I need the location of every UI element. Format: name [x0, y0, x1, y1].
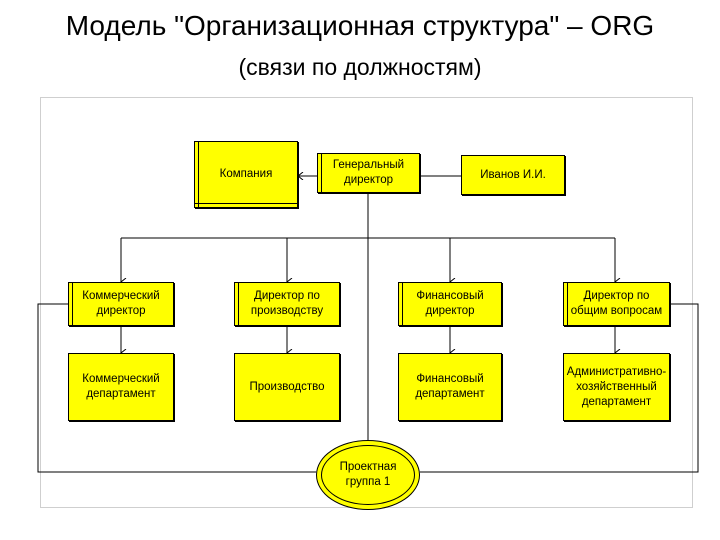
- node-admin-department: Административно- хозяйственный департаме…: [563, 353, 670, 421]
- node-company: Компания: [194, 141, 298, 208]
- node-financial-director-label: Финансовый директор: [416, 290, 484, 317]
- node-commercial-department: Коммерческий департамент: [68, 353, 174, 421]
- node-production-director: Директор по производству: [234, 282, 340, 326]
- node-ivanov-label: Иванов И.И.: [480, 168, 546, 181]
- edge-cd-loop: [37, 303, 316, 473]
- node-financial-department-label: Финансовый департамент: [415, 373, 485, 400]
- node-production-director-label: Директор по производству: [250, 290, 324, 317]
- node-commercial-director: Коммерческий директор: [68, 282, 174, 326]
- node-admin-department-label: Административно- хозяйственный департаме…: [566, 365, 667, 408]
- node-commercial-department-label: Коммерческий департамент: [82, 373, 160, 400]
- node-project-group: Проектная группа 1: [316, 440, 420, 510]
- node-ivanov: Иванов И.И.: [461, 155, 565, 195]
- node-company-label: Компания: [219, 168, 273, 180]
- node-general-affairs-director-label: Директор по общим вопросам: [570, 290, 663, 317]
- node-general-director: Генеральный директор: [317, 153, 420, 193]
- node-production: Производство: [234, 353, 340, 421]
- node-general-director-label: Генеральный директор: [332, 159, 405, 186]
- node-financial-department: Финансовый департамент: [398, 353, 502, 421]
- page-subtitle: (связи по должностям): [238, 54, 482, 80]
- node-project-group-label: Проектная группа 1: [339, 461, 397, 488]
- node-commercial-director-label: Коммерческий директор: [82, 290, 160, 317]
- edge-gad-loop: [420, 303, 699, 473]
- page-title: Модель "Организационная структура" – ORG: [65, 10, 655, 41]
- node-general-affairs-director: Директор по общим вопросам: [563, 282, 670, 326]
- node-financial-director: Финансовый директор: [398, 282, 502, 326]
- node-production-label: Производство: [249, 380, 325, 393]
